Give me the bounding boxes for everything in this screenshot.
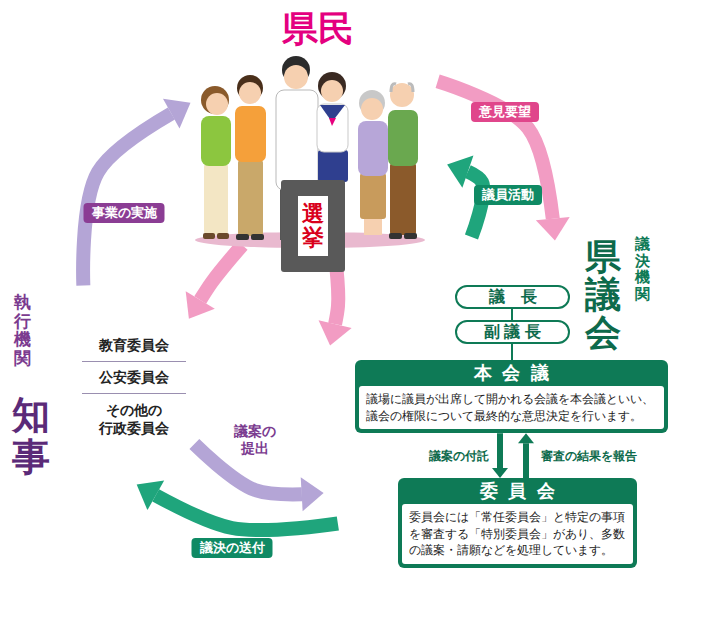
committee-name: 教育委員会 [99,336,169,354]
circle-title: 県議会 [585,238,621,351]
man-figure [235,75,266,240]
box-heading: 委員会 [402,478,633,504]
chair-pill: 議長 [455,285,570,309]
committee-panel: 委員会委員会には「常任委員会」と特定の事項を審査する「特別委員会」があり、多数の… [398,478,637,568]
flow-arrow [438,81,570,240]
flow-arrow [512,344,513,360]
arrow-head [163,99,190,129]
arrow-label: 議員活動 [474,185,542,205]
box-body: 委員会には「常任委員会」と特定の事項を審査する「特別委員会」があり、多数の議案・… [402,504,633,564]
arrow-head [492,468,508,478]
circle-title: 知事 [12,395,50,479]
flow-arrow [512,309,513,320]
governor-circle: 執行機関知事 教育委員会公安委員会その他の 行政委員会 [5,280,215,490]
old-woman-figure [358,90,388,235]
role-label: 執行機関 [14,293,31,368]
arrow-label: 議案の 提出 [231,423,279,457]
arrow-label: 事業の実施 [84,203,165,223]
arrow-shaft [83,103,190,286]
plenary-box: 本会議議場に議員が出席して開かれる会議を本会議といい、議会の権限について最終的な… [355,360,668,433]
citizens-circle: 県民選挙 [184,3,452,271]
arrow-shaft [438,81,555,240]
committee-box: 公安委員会 [82,362,186,394]
arrow-head [186,291,215,319]
ballot-label: 選挙 [298,196,328,256]
committee-name: その他の 行政委員会 [82,401,186,437]
flow-arrow [518,433,534,478]
committee-name: 公安委員会 [99,368,169,386]
committee-box: 教育委員会 [82,330,186,362]
box-heading: 本会議 [359,360,664,386]
arrow-head [447,156,473,188]
flow-arrow [83,99,190,286]
committee-box: その他の 行政委員会 [82,394,186,444]
assembly-circle: 議決機関県議会 議長副議長本会議議場に議員が出席して開かれる会議を本会議といい、議… [310,232,700,622]
flow-arrow [319,268,352,346]
flow-arrow [492,433,508,478]
arrow-head [518,433,534,443]
arrow-shaft [511,344,513,360]
flow-arrow [137,481,338,531]
arrow-label: 議決の送付 [192,538,273,558]
ballot-box: 選挙 [281,180,345,272]
role-label: 議決機関 [635,236,650,302]
arrow-shaft [137,484,338,530]
pill-label: 副議長 [479,324,546,340]
arrow-head [536,217,570,241]
vice-chair-pill: 副議長 [455,320,570,344]
arrow-shaft [511,309,513,320]
old-man-figure [388,83,418,239]
circle-fill [7,282,213,488]
circle-title: 県民 [184,9,452,49]
arrow-head [137,481,165,511]
arrow-label: 議案の付託 [429,448,489,465]
box-body: 議場に議員が出席して開かれる会議を本会議といい、議会の権限について最終的な意思決… [359,386,664,429]
arrow-label: 審査の結果を報告 [541,448,637,465]
pill-label: 議長 [473,289,553,305]
arrow-label: 意見要望 [471,102,539,122]
arrow-head [319,320,352,345]
arrow-head [301,477,324,511]
woman-figure [201,86,231,239]
flow-arrow [186,245,243,319]
circle-fill [312,234,698,620]
